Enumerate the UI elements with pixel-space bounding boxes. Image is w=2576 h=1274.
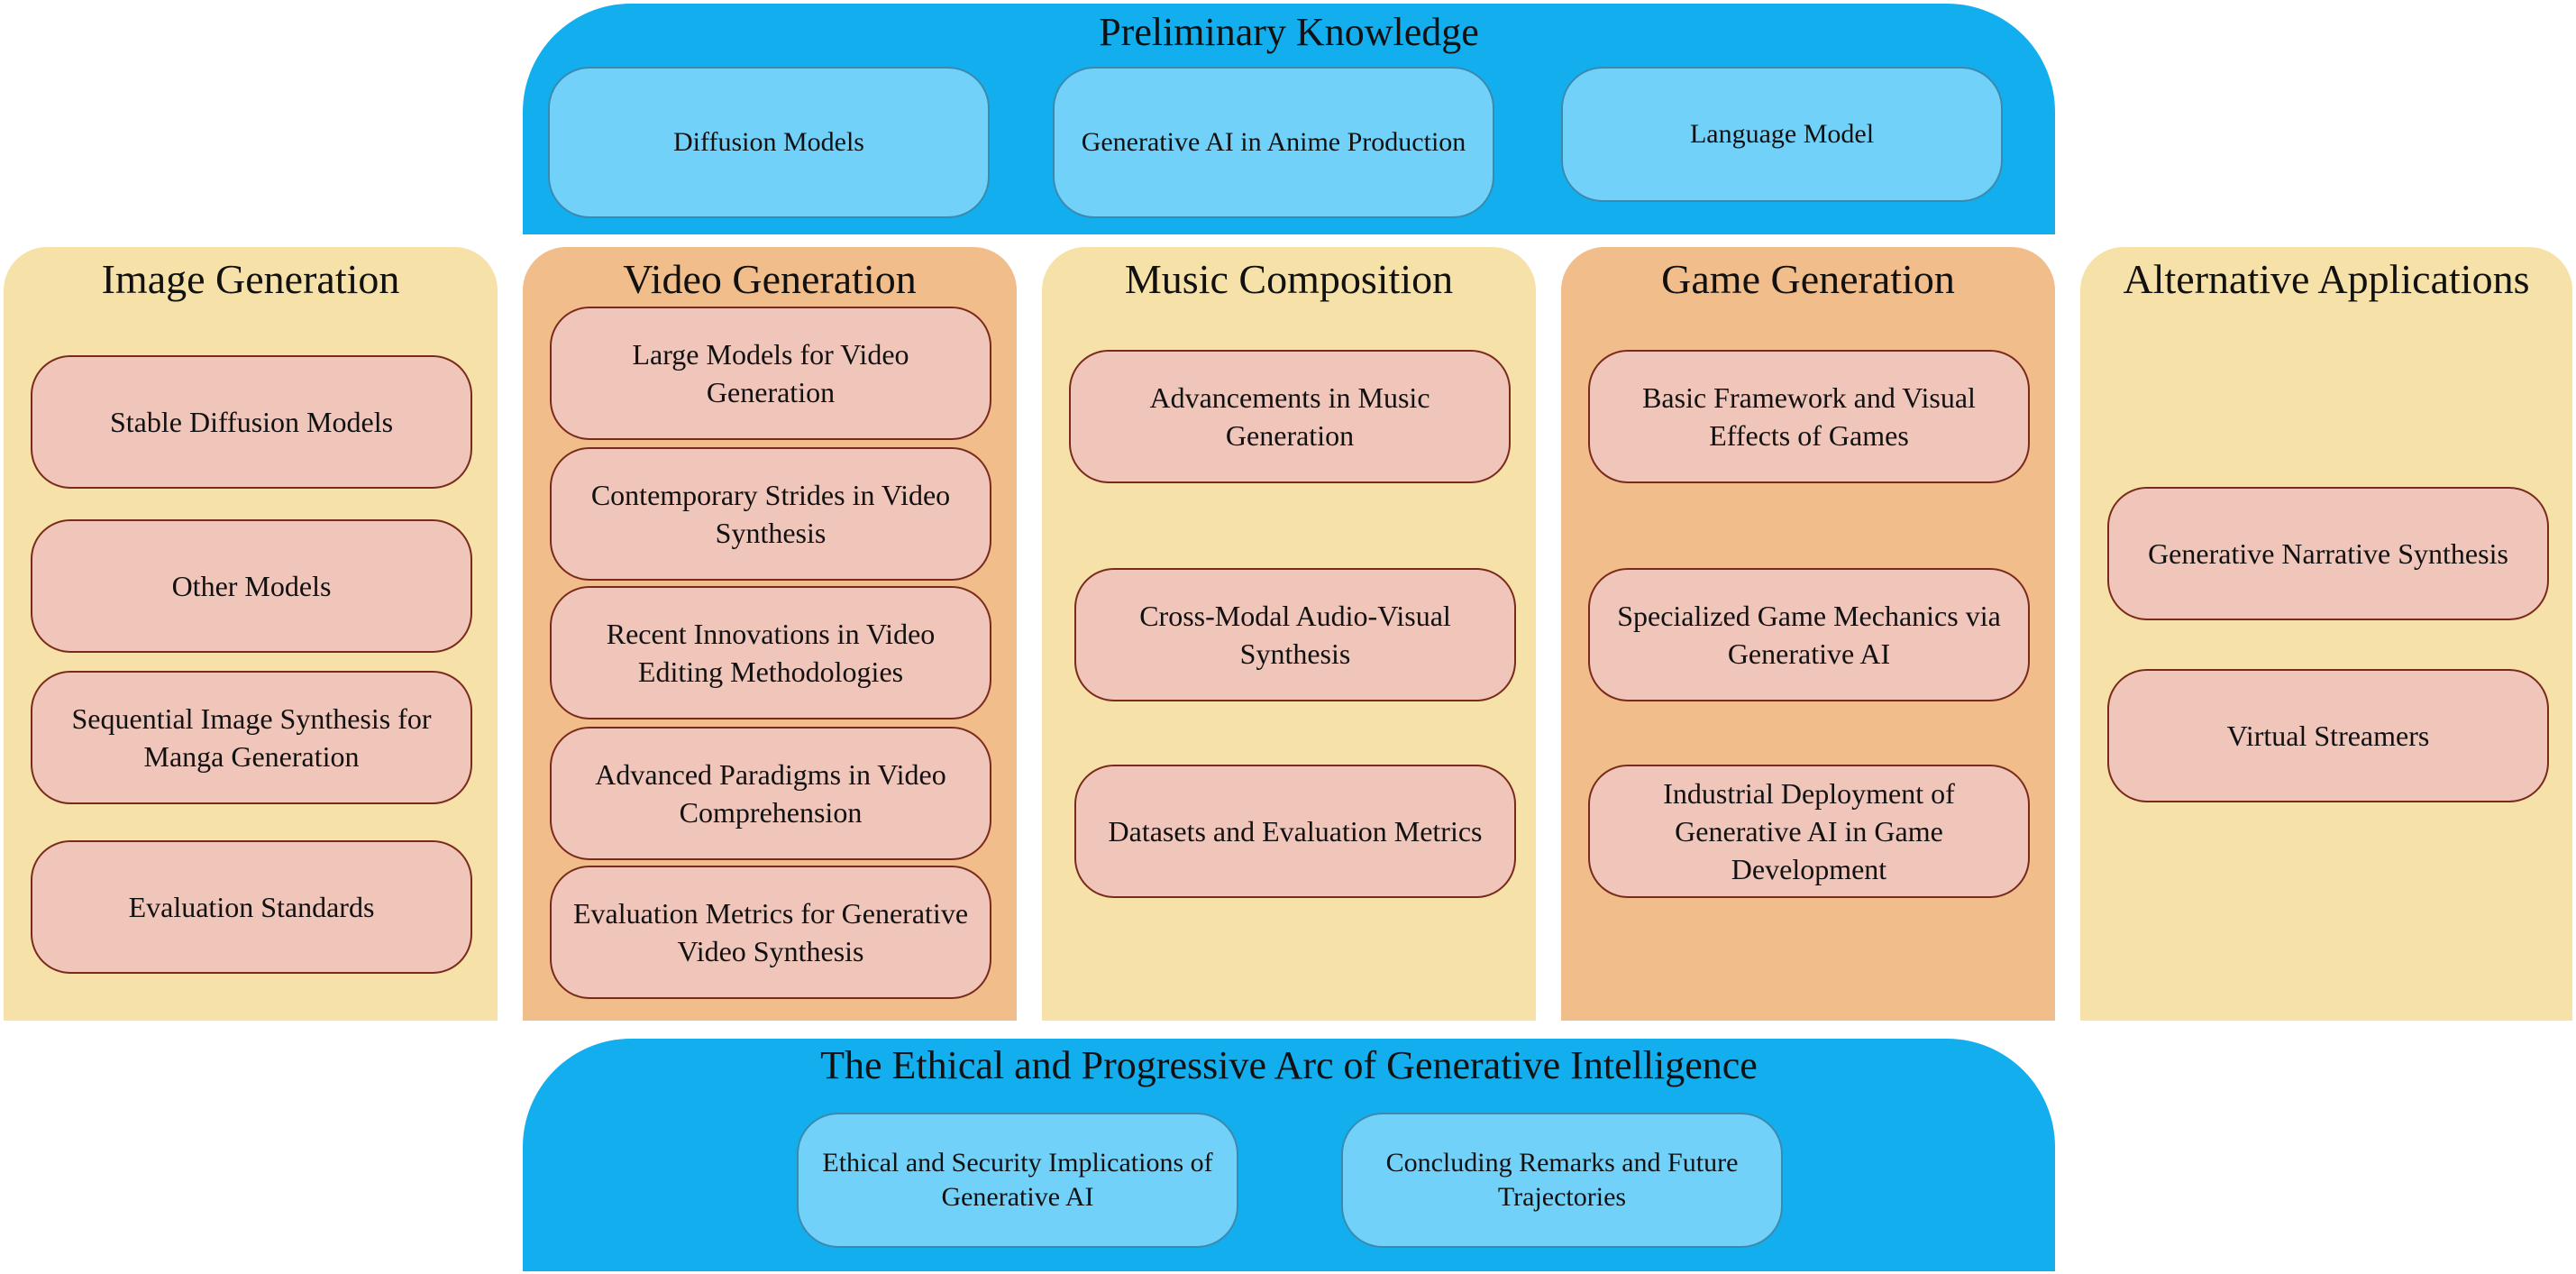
music-composition-title: Music Composition (1124, 256, 1454, 302)
topic-box: Basic Framework and Visual Effects of Ga… (1588, 350, 2030, 483)
generative-ai-anime-box: Generative AI in Anime Production (1053, 67, 1494, 218)
image-generation-column: Image Generation Stable Diffusion Models… (4, 247, 498, 1021)
topic-box: Other Models (31, 519, 472, 653)
language-model-box: Language Model (1561, 67, 2003, 202)
topic-box: Sequential Image Synthesis for Manga Gen… (31, 671, 472, 804)
topic-box: Advancements in Music Generation (1069, 350, 1511, 483)
ethical-security-box: Ethical and Security Implications of Gen… (797, 1113, 1238, 1248)
alternative-applications-title: Alternative Applications (2123, 256, 2530, 302)
topic-box: Virtual Streamers (2107, 669, 2549, 802)
diffusion-models-box: Diffusion Models (548, 67, 990, 218)
topic-box: Generative Narrative Synthesis (2107, 487, 2549, 620)
topic-box: Industrial Deployment of Generative AI i… (1588, 765, 2030, 898)
topic-box: Contemporary Strides in Video Synthesis (550, 447, 991, 581)
topic-box: Stable Diffusion Models (31, 355, 472, 489)
video-generation-column: Video Generation Large Models for Video … (523, 247, 1017, 1021)
topic-box: Advanced Paradigms in Video Comprehensio… (550, 727, 991, 860)
game-generation-title: Game Generation (1661, 256, 1955, 302)
topic-box: Evaluation Standards (31, 840, 472, 974)
concluding-remarks-box: Concluding Remarks and Future Trajectori… (1341, 1113, 1783, 1248)
topic-box: Recent Innovations in Video Editing Meth… (550, 586, 991, 719)
topic-box: Evaluation Metrics for Generative Video … (550, 866, 991, 999)
image-generation-title: Image Generation (101, 256, 400, 302)
topic-box: Datasets and Evaluation Metrics (1074, 765, 1516, 898)
ethical-arc-panel: The Ethical and Progressive Arc of Gener… (523, 1039, 2055, 1271)
alternative-applications-column: Alternative Applications Generative Narr… (2080, 247, 2572, 1021)
preliminary-knowledge-panel: Preliminary Knowledge Diffusion Models G… (523, 4, 2055, 234)
topic-box: Cross-Modal Audio-Visual Synthesis (1074, 568, 1516, 701)
topic-box: Large Models for Video Generation (550, 307, 991, 440)
preliminary-knowledge-title: Preliminary Knowledge (1099, 10, 1479, 54)
ethical-arc-title: The Ethical and Progressive Arc of Gener… (820, 1043, 1758, 1087)
topic-box: Specialized Game Mechanics via Generativ… (1588, 568, 2030, 701)
video-generation-title: Video Generation (623, 256, 917, 302)
game-generation-column: Game Generation Basic Framework and Visu… (1561, 247, 2055, 1021)
music-composition-column: Music Composition Advancements in Music … (1042, 247, 1536, 1021)
